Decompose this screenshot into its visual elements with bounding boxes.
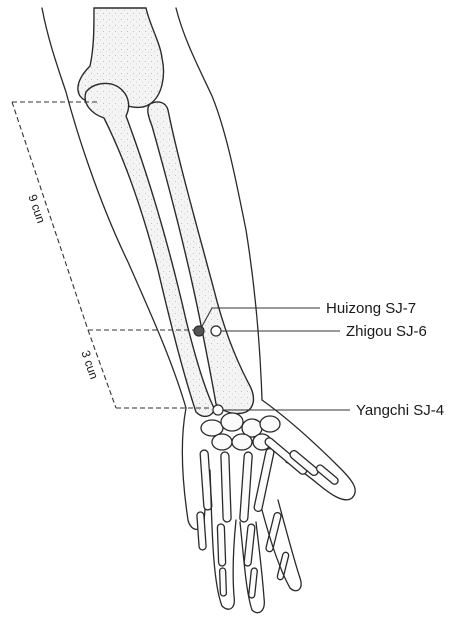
upper-measure-line [12,102,88,330]
carpal-bone [212,434,232,450]
carpal-bone [221,413,243,431]
carpal-bone [260,416,280,432]
phalanx-bone [248,568,257,598]
metacarpal-bone [253,448,274,512]
metacarpal-bone [240,452,253,522]
phalanx-bone [277,552,290,581]
phalanx-bone [217,524,225,566]
zhigou-label: Zhigou SJ-6 [346,323,427,340]
zhigou-point [211,326,221,336]
lower-measure-label: 3 cun [78,349,101,381]
huizong-label: Huizong SJ-7 [326,300,416,317]
phalanx-bone [244,524,255,567]
phalanx-bone [315,464,339,486]
yangchi-label: Yangchi SJ-4 [356,402,444,419]
metacarpal-bone [221,452,231,522]
carpal-bone [232,434,252,450]
upper-measure-label: 9 cun [25,193,48,225]
huizong-point [194,326,204,336]
phalanx-bone [220,568,227,596]
yangchi-point [213,405,223,415]
